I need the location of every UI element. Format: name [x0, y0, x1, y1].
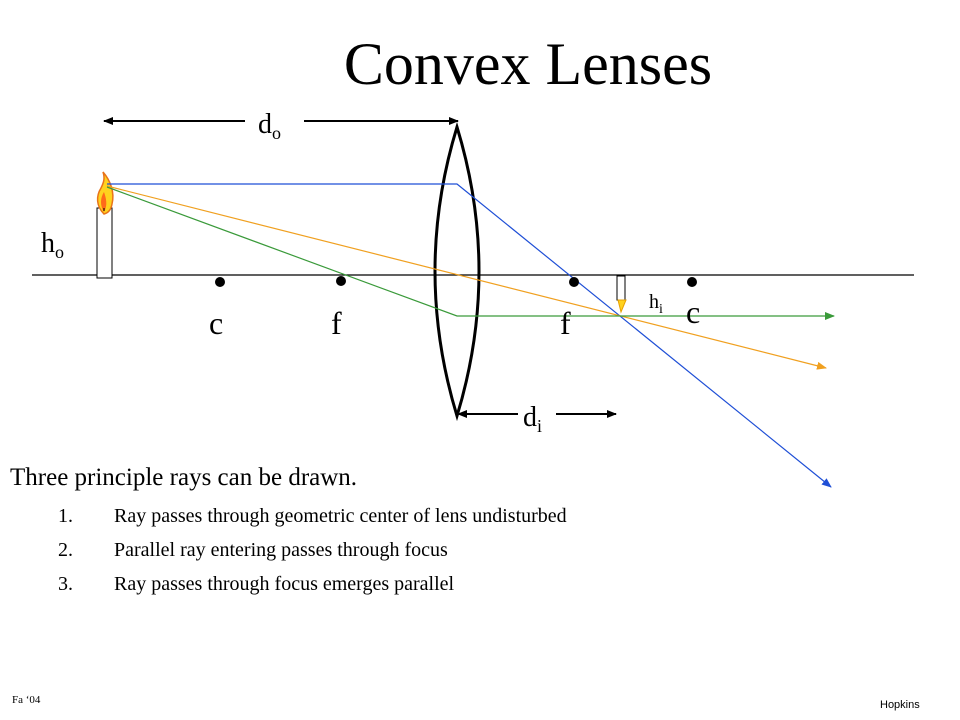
list-item: 1. Ray passes through geometric center of…	[58, 505, 634, 527]
step-text: Parallel ray entering passes through foc…	[114, 539, 448, 561]
focus-ray	[106, 186, 835, 320]
label-c-left: c	[209, 305, 223, 341]
list-item: 3. Ray passes through focus emerges paral…	[58, 573, 634, 595]
parallel-ray	[107, 183, 832, 488]
label-di: di	[523, 402, 542, 436]
center-ray	[106, 185, 827, 370]
label-hi: hi	[649, 291, 663, 317]
label-c-right: c	[686, 294, 700, 330]
step-number: 3.	[58, 573, 73, 595]
footer-author: Hopkins	[880, 699, 920, 711]
list-item: 2. Parallel ray entering passes through f…	[58, 539, 634, 561]
lead-text: Three principle rays can be drawn.	[10, 464, 358, 491]
point-c-right	[687, 277, 697, 287]
point-f-right	[569, 277, 579, 287]
label-ho: ho	[41, 228, 64, 262]
image-flame-icon	[617, 299, 627, 314]
convex-lens	[433, 121, 481, 422]
image-candle-body	[616, 275, 626, 301]
point-c-left	[215, 277, 225, 287]
slide-title: Convex Lenses	[343, 31, 713, 97]
step-text: Ray passes through focus emerges paralle…	[114, 573, 455, 595]
step-text: Ray passes through geometric center of l…	[114, 505, 567, 527]
footer-date: Fa ‘04	[12, 694, 41, 706]
label-do: do	[258, 109, 281, 143]
label-f-right: f	[560, 305, 571, 341]
step-number: 2.	[58, 539, 73, 561]
point-f-left	[336, 276, 346, 286]
steps-list: 1. Ray passes through geometric center of…	[58, 505, 634, 607]
step-number: 1.	[58, 505, 73, 527]
label-f-left: f	[331, 305, 342, 341]
candle-body	[96, 207, 113, 279]
